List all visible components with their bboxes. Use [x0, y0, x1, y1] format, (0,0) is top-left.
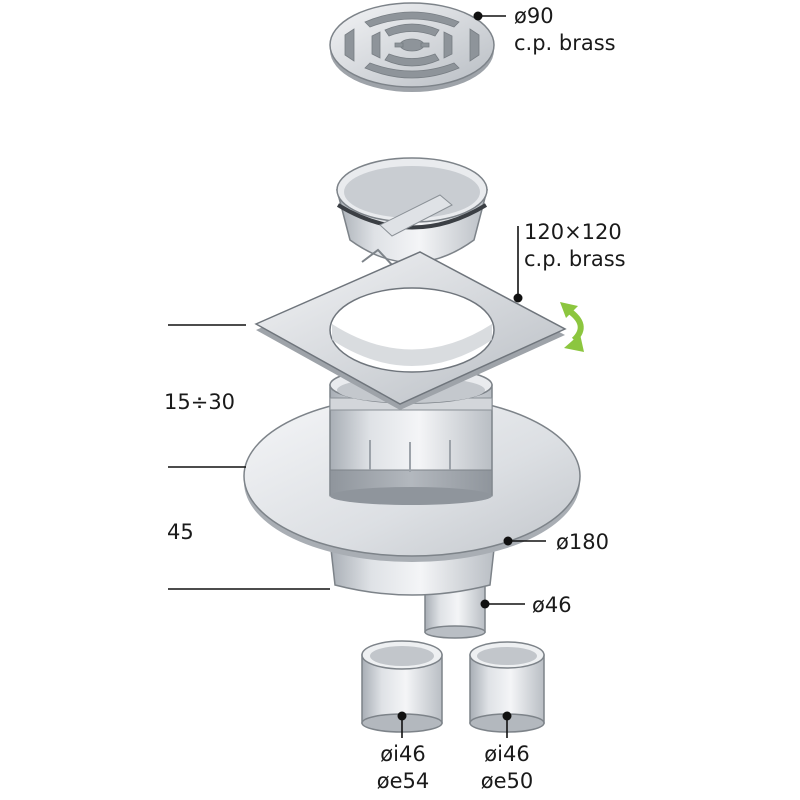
adapter1-inner-label: øi46: [380, 742, 426, 766]
rotate-arrows-icon: [560, 302, 584, 352]
adapter2-outer-label: øe50: [480, 769, 534, 793]
flange-diameter-label: ø180: [556, 530, 609, 554]
height-adjust-label: 15÷30: [164, 390, 236, 414]
trap-insert: [336, 157, 488, 270]
grate: [329, 2, 495, 92]
outlet-diameter-label: ø46: [532, 593, 572, 617]
square-frame: [254, 251, 567, 410]
adapter2-inner-label: øi46: [484, 742, 530, 766]
frame-material-label: c.p. brass: [524, 247, 626, 271]
adapter1-outer-label: øe54: [376, 769, 430, 793]
leader-dots: [397, 11, 523, 721]
height-body-label: 45: [167, 520, 194, 544]
frame-size-label: 120×120: [524, 220, 622, 244]
grate-material-label: c.p. brass: [514, 31, 616, 55]
grate-diameter-label: ø90: [514, 4, 554, 28]
